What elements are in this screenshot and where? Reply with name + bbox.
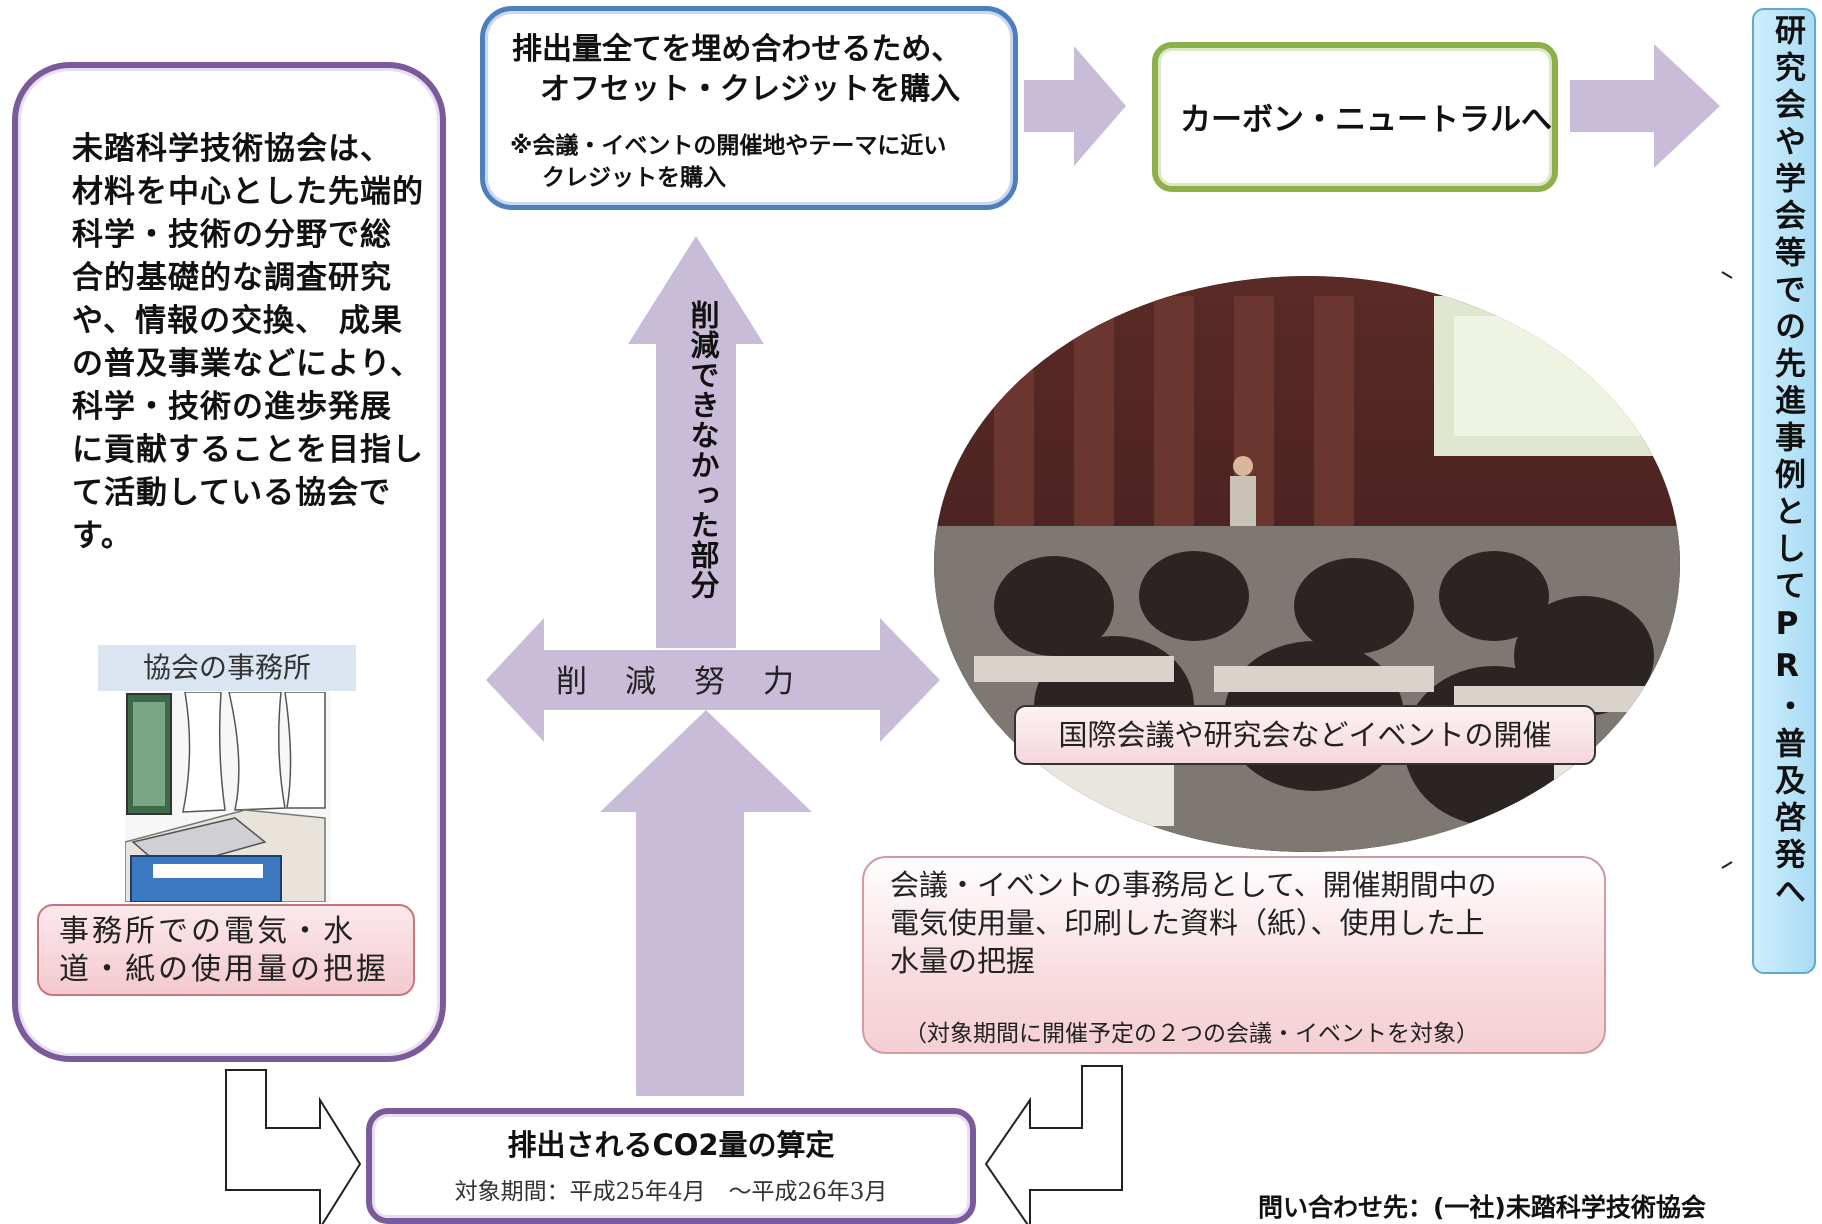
office-label: 協会の事務所 [98, 645, 356, 691]
arrow-co2-up [600, 710, 812, 1096]
arrow-event-to-co2 [984, 1065, 1123, 1224]
event-caption: 国際会議や研究会などイベントの開催 [1014, 705, 1596, 765]
event-photo [934, 276, 1680, 852]
offset-line-2: オフセット・クレジットを購入 [540, 72, 960, 107]
secretariat-box [862, 856, 1606, 1054]
residual-label: 削減できなかった部分 [686, 300, 720, 600]
offset-box [480, 6, 1018, 210]
pr-banner [1752, 8, 1816, 974]
co2-title: 排出されるCO2量の算定 [507, 1128, 835, 1162]
pr-banner-text: 研究会や学会等での先進事例としてPR・普及啓発へ [1769, 14, 1805, 912]
carbon-neutral-box [1152, 42, 1558, 192]
arrow-neutral-to-pr [1570, 44, 1720, 168]
office-usage-box: 事務所での電気・水 道・紙の使用量の把握 [37, 904, 415, 996]
offset-note-2: クレジットを購入 [542, 165, 726, 191]
arrow-residual-up [628, 236, 764, 648]
co2-period: 対象期間：平成25年4月 ～平成26年3月 [454, 1179, 888, 1205]
secretariat-text: 会議・イベントの事務局として、開催期間中の 電気使用量、印刷した資料（紙）、使用… [890, 868, 1497, 978]
co2-calculation-box [366, 1108, 976, 1224]
office-illustration [125, 692, 331, 902]
arrow-offset-to-neutral [1024, 46, 1126, 166]
offset-line-1: 排出量全てを埋め合わせるため、 [512, 32, 962, 67]
secretariat-note: （対象期間に開催予定の２つの会議・イベントを対象） [904, 1021, 1479, 1047]
reduction-effort-label: 削減努力 [556, 664, 832, 700]
arrow-office-to-co2 [225, 1069, 362, 1224]
contact-info: 問い合わせ先：(一社)未踏科学技術協会 [1258, 1193, 1706, 1222]
offset-note-1: ※会議・イベントの開催地やテーマに近い [510, 133, 947, 159]
arrow-reduction [486, 618, 940, 742]
association-description: 未踏科学技術協会は、 材料を中心とした先端的 科学・技術の分野で総 合的基礎的な… [72, 131, 424, 554]
carbon-neutral-label: カーボン・ニュートラルへ [1180, 102, 1552, 138]
